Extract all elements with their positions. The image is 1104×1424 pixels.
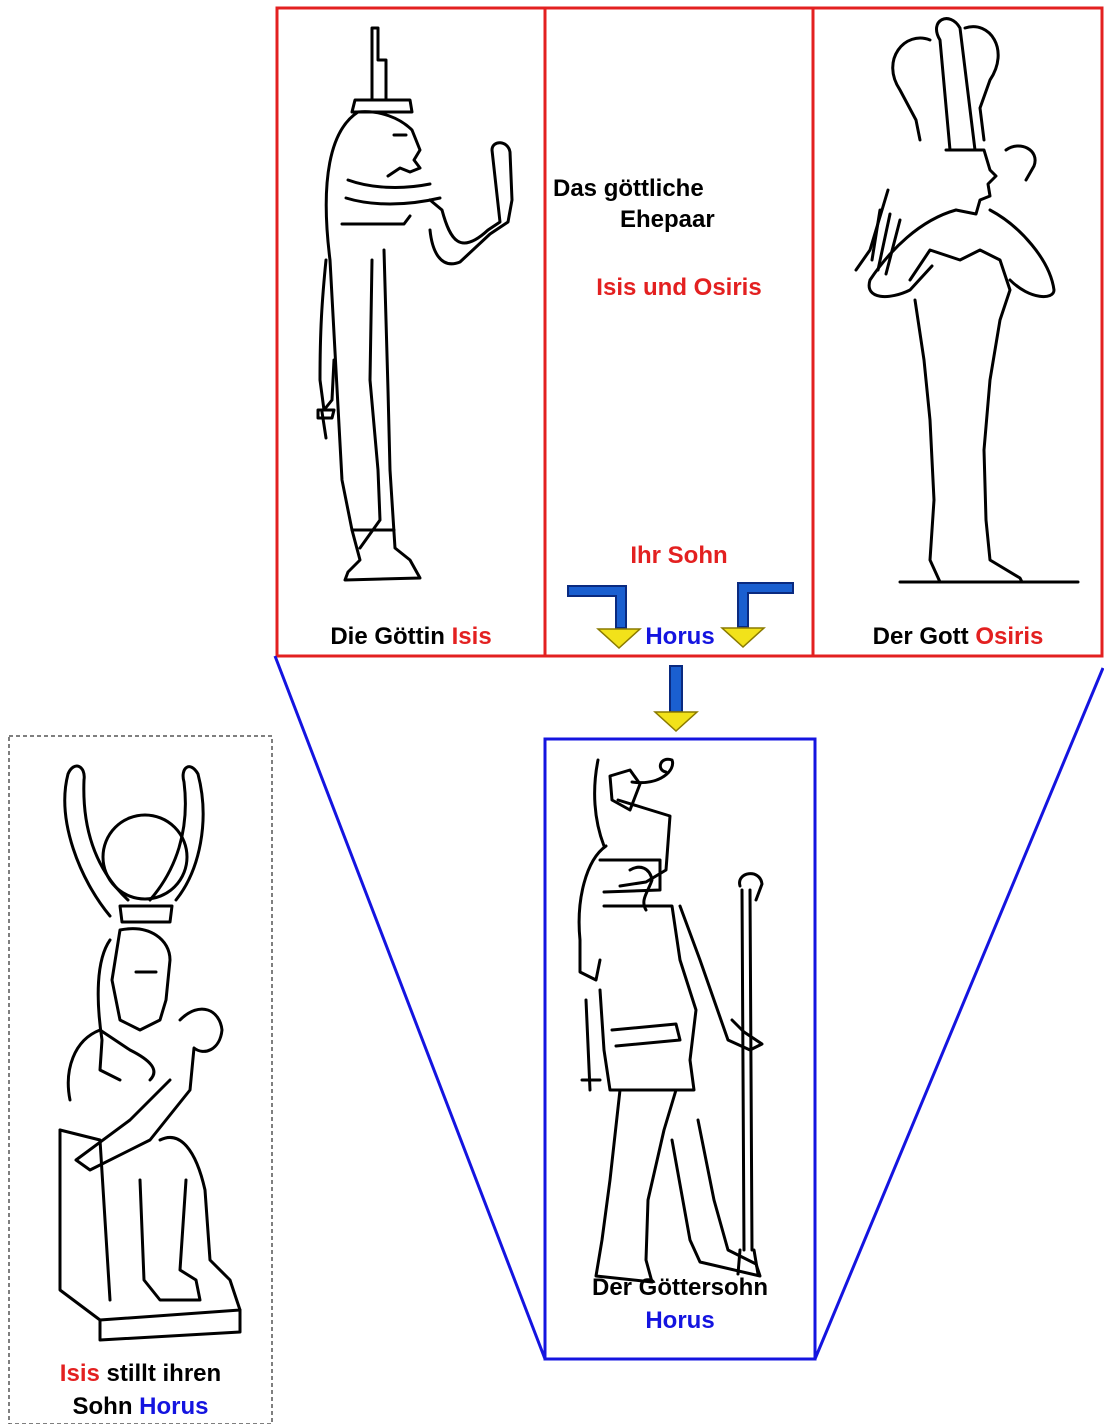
couple-title-line1: Das göttliche [553,174,753,204]
nursing-caption-line1: Isis stillt ihren [9,1359,272,1389]
osiris-caption-prefix: Der Gott [873,623,969,650]
nursing-caption-isis: Isis [60,1360,100,1387]
horus-caption-line1: Der Göttersohn [545,1273,815,1303]
isis-caption-name: Isis [452,623,492,650]
nursing-frame [9,736,272,1424]
horus-caption-line2: Horus [545,1306,815,1336]
son-name: Horus [620,622,740,652]
couple-title-line2: Ehepaar [620,205,750,235]
nursing-caption-horus: Horus [139,1393,208,1420]
couple-names: Isis und Osiris [545,273,813,303]
nursing-isis-figure [60,766,240,1340]
nursing-caption-mid: stillt ihren [107,1360,222,1387]
isis-caption-prefix: Die Göttin [330,623,445,650]
osiris-caption-name: Osiris [975,623,1043,650]
down-arrow [655,666,697,731]
osiris-caption: Der Gott Osiris [816,622,1100,652]
funnel-line-right [815,668,1103,1359]
son-label: Ihr Sohn [545,541,813,571]
horus-figure [579,759,762,1282]
osiris-frame [813,8,1102,656]
horus-frame [545,739,815,1359]
funnel-line-left [275,656,545,1359]
isis-standing-figure [318,28,512,580]
isis-caption: Die Göttin Isis [280,622,542,652]
nursing-caption-sohn: Sohn [72,1393,132,1420]
osiris-figure [856,19,1078,582]
nursing-caption-line2: Sohn Horus [9,1392,272,1422]
